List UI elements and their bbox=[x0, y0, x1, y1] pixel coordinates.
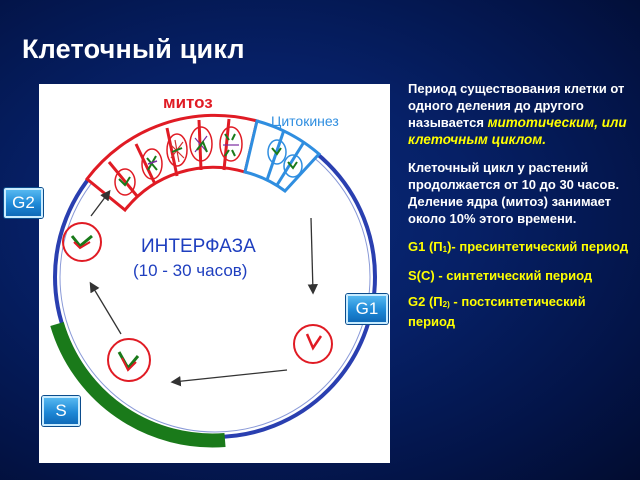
g1-name: пресинтетический период bbox=[459, 239, 629, 254]
g2-name: постсинтетический период bbox=[408, 294, 586, 329]
intro-term: митотическим, или клеточным циклом. bbox=[408, 115, 627, 147]
s-code: S(С) bbox=[408, 268, 435, 283]
g1-sub: 1 bbox=[442, 245, 448, 254]
intro-text: Период существования клетки от одного де… bbox=[408, 81, 625, 130]
interphase-title: ИНТЕРФАЗА bbox=[141, 236, 256, 257]
cytokinesis-label: Цитокинез bbox=[271, 113, 339, 129]
mitosis-label: митоз bbox=[163, 93, 213, 112]
interphase-cell-s bbox=[107, 338, 151, 382]
cell-cycle-svg: митоз Цитокинез ИНТЕРФАЗА (10 - 30 часов… bbox=[50, 93, 377, 448]
s-name: - синтетический период bbox=[438, 268, 593, 283]
cytokinesis-cells bbox=[267, 139, 303, 178]
s-phase-arc bbox=[50, 322, 226, 448]
mitosis-cells bbox=[114, 126, 243, 196]
phase-label-s: S bbox=[42, 396, 80, 426]
interphase-duration: (10 - 30 часов) bbox=[133, 261, 247, 280]
g2-sub: 2) bbox=[442, 300, 450, 309]
period-g1: G1 (П1)- пресинтетический период bbox=[408, 238, 630, 258]
cycle-arrows bbox=[89, 189, 318, 387]
mitosis-band bbox=[84, 113, 259, 213]
phase-label-g1: G1 bbox=[346, 294, 388, 324]
g1-close: )- bbox=[447, 239, 456, 254]
cytokinesis-band bbox=[243, 119, 322, 194]
slide-title: Клеточный цикл bbox=[22, 34, 245, 64]
g1-code: G1 (П bbox=[408, 239, 443, 254]
g2-dash: - bbox=[453, 294, 458, 309]
duration-paragraph: Клеточный цикл у растений продолжается о… bbox=[408, 160, 620, 226]
cell-cycle-diagram: митоз Цитокинез ИНТЕРФАЗА (10 - 30 часов… bbox=[39, 84, 390, 463]
interphase-cell-g2 bbox=[62, 222, 102, 262]
description-column: Период существования клетки от одного де… bbox=[408, 80, 630, 339]
interphase-cell-g1 bbox=[293, 324, 333, 364]
period-s: S(С) - синтетический период bbox=[408, 267, 630, 284]
intro-paragraph: Период существования клетки от одного де… bbox=[408, 80, 630, 148]
phase-label-g2: G2 bbox=[4, 188, 43, 218]
period-g2: G2 (П2) - постсинтетический период bbox=[408, 293, 630, 330]
g2-code: G2 (П bbox=[408, 294, 443, 309]
